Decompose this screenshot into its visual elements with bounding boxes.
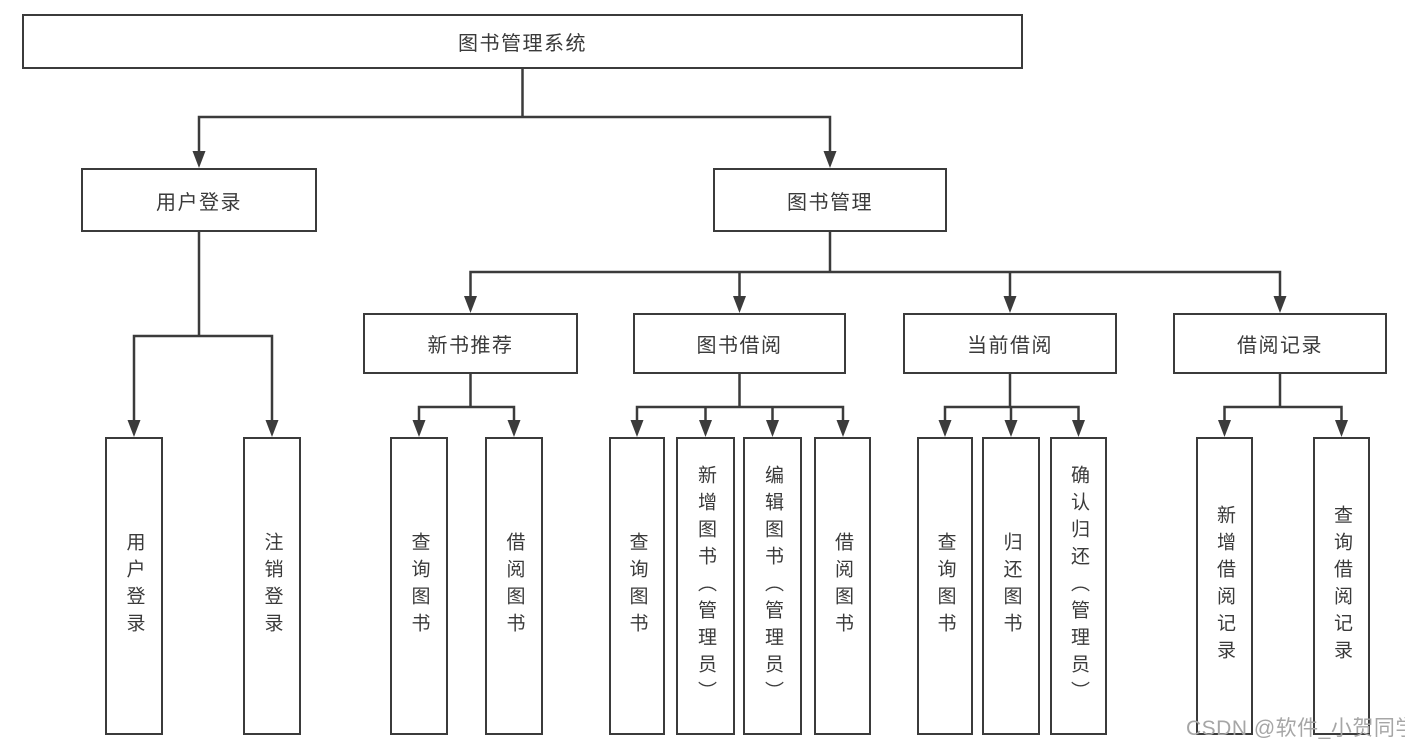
leaf-logout-label: 注销登录 — [261, 532, 283, 640]
leaf-cb-confirm-return-admin-label: 确认归还（管理员） — [1068, 464, 1089, 708]
leaf-bb-query-books: 查询图书 — [609, 437, 665, 735]
leaf-bb-edit-book-admin-label: 编辑图书（管理员） — [762, 464, 783, 708]
node-book-management-label: 图书管理 — [787, 191, 873, 214]
leaf-nbr-borrow-books: 借阅图书 — [485, 437, 543, 735]
node-root-label: 图书管理系统 — [458, 33, 587, 55]
watermark: CSDN @软件_小贺同学 — [1186, 717, 1405, 740]
section-current-borrowing-label: 当前借阅 — [967, 335, 1053, 357]
leaf-cb-return-books: 归还图书 — [982, 437, 1040, 735]
section-book-borrowing-label: 图书借阅 — [696, 335, 783, 357]
node-root: 图书管理系统 — [22, 14, 1023, 69]
leaf-cb-query-books-label: 查询图书 — [934, 532, 956, 640]
leaf-cb-query-books: 查询图书 — [917, 437, 973, 735]
leaf-bb-query-books-label: 查询图书 — [626, 532, 648, 640]
leaf-cb-confirm-return-admin: 确认归还（管理员） — [1050, 437, 1107, 735]
node-user-login-label: 用户登录 — [156, 191, 242, 214]
leaf-bb-borrow-books-label: 借阅图书 — [832, 532, 853, 640]
leaf-br-add-record-label: 新增借阅记录 — [1214, 505, 1235, 667]
section-borrow-records: 借阅记录 — [1173, 313, 1387, 374]
leaf-user-login: 用户登录 — [105, 437, 163, 735]
leaf-bb-add-book-admin-label: 新增图书（管理员） — [695, 464, 716, 708]
node-user-login: 用户登录 — [81, 168, 317, 232]
section-book-borrowing: 图书借阅 — [633, 313, 846, 374]
section-new-book-recommend-label: 新书推荐 — [427, 335, 514, 357]
leaf-bb-edit-book-admin: 编辑图书（管理员） — [743, 437, 802, 735]
leaf-bb-borrow-books: 借阅图书 — [814, 437, 871, 735]
section-current-borrowing: 当前借阅 — [903, 313, 1117, 374]
leaf-user-login-label: 用户登录 — [123, 532, 145, 640]
leaf-nbr-borrow-books-label: 借阅图书 — [503, 532, 525, 640]
leaf-logout: 注销登录 — [243, 437, 301, 735]
leaf-bb-add-book-admin: 新增图书（管理员） — [676, 437, 735, 735]
leaf-br-query-record-label: 查询借阅记录 — [1331, 505, 1352, 667]
leaf-cb-return-books-label: 归还图书 — [1000, 532, 1022, 640]
leaf-br-query-record: 查询借阅记录 — [1313, 437, 1370, 735]
node-book-management: 图书管理 — [713, 168, 947, 232]
leaf-nbr-query-books: 查询图书 — [390, 437, 448, 735]
section-new-book-recommend: 新书推荐 — [363, 313, 578, 374]
leaf-nbr-query-books-label: 查询图书 — [408, 532, 430, 640]
section-borrow-records-label: 借阅记录 — [1237, 335, 1323, 357]
leaf-br-add-record: 新增借阅记录 — [1196, 437, 1253, 735]
